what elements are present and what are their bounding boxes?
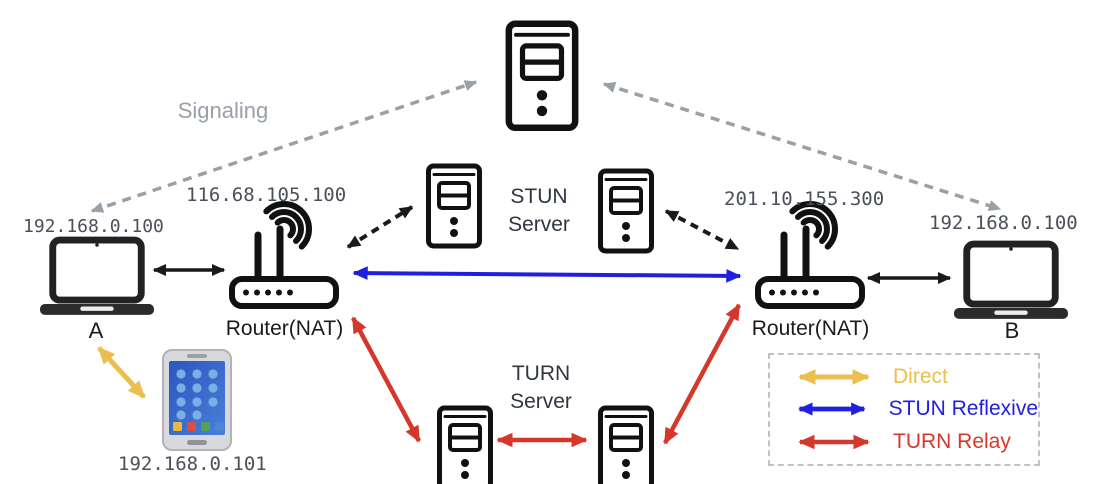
phone-ip: 192.168.0.101 — [118, 453, 267, 475]
signaling-label: Signaling — [177, 98, 269, 123]
router-left-label: Router(NAT) — [225, 317, 344, 340]
stun-server-label: STUN Server — [498, 183, 580, 238]
laptop-a-icon — [39, 236, 155, 315]
stun-server-label-line1: STUN — [510, 185, 568, 208]
legend-stun-reflexive-label: STUN Reflexive — [888, 397, 1038, 421]
legend-item-direct: Direct — [790, 365, 1038, 389]
direct-legend-arrow-icon — [798, 369, 870, 385]
turn-server-label-line1: TURN — [511, 362, 571, 385]
stun-binding-arrow-right — [664, 209, 740, 251]
router-left-ip: 116.68.105.100 — [186, 184, 347, 206]
signaling-server-icon — [505, 20, 579, 132]
stun-server-label-line2: Server — [508, 212, 570, 236]
legend-item-stun-reflexive: STUN Reflexive — [790, 397, 1038, 421]
direct-arrow — [97, 346, 146, 399]
turn-server-label-line2: Server — [510, 389, 572, 413]
stun-server-left-icon — [426, 163, 482, 249]
stun-reflexive-arrow — [352, 266, 742, 283]
turn-relay-arrow-right — [663, 303, 741, 445]
router-left-icon — [229, 201, 339, 309]
turn-server-label: TURN Server — [500, 360, 582, 415]
turn-relay-arrow-left — [351, 316, 421, 443]
stun-binding-arrow-left — [346, 205, 414, 249]
turn-server-left-icon — [437, 405, 493, 484]
phone-icon — [162, 349, 232, 451]
router-right-ip: 201.10.155.300 — [724, 188, 885, 210]
laptop-b-ip: 192.168.0.100 — [929, 212, 1078, 234]
router-right-label: Router(NAT) — [751, 317, 870, 340]
turn-server-right-icon — [598, 405, 654, 484]
legend-box: Direct STUN Reflexive TURN Relay — [768, 353, 1040, 466]
laptop-a-ip: 192.168.0.100 — [23, 216, 164, 237]
stun-server-right-icon — [598, 168, 654, 254]
legend-direct-label: Direct — [893, 365, 948, 389]
laptop-b-label: B — [1004, 318, 1020, 343]
router-right-icon — [755, 201, 865, 309]
turn-relay-legend-arrow-icon — [798, 434, 870, 450]
legend-turn-relay-label: TURN Relay — [893, 429, 1011, 453]
laptop-b-icon — [953, 240, 1069, 319]
laptop-a-label: A — [88, 318, 104, 343]
signaling-arrow-right — [602, 82, 1002, 211]
legend-item-turn-relay: TURN Relay — [790, 430, 1038, 454]
signaling-arrow-left — [90, 80, 478, 213]
stun-reflexive-legend-arrow-icon — [797, 402, 866, 417]
